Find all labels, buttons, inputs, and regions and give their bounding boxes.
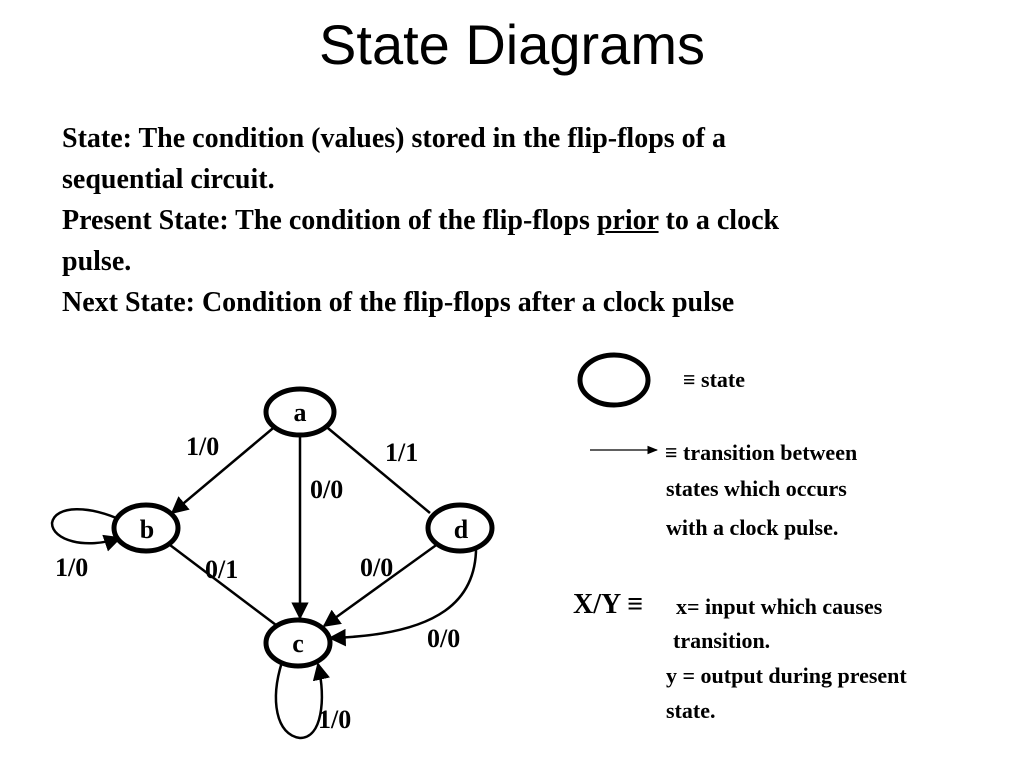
legend-state-symbol xyxy=(577,352,651,408)
legend-xy-line4: state. xyxy=(666,698,715,723)
label-b-b: 1/0 xyxy=(55,553,88,582)
present-state-definition: Present State: The condition of the flip… xyxy=(62,200,982,241)
state-a-circle xyxy=(263,386,337,438)
legend: ≡ state ≡ transition between states whic… xyxy=(573,352,907,723)
transition-b-self-loop xyxy=(50,508,124,552)
legend-transition-line3: with a clock pulse. xyxy=(666,515,838,540)
state-a-label: a xyxy=(294,398,307,427)
transitions xyxy=(50,423,478,740)
legend-xy-symbol: X/Y ≡ xyxy=(573,589,643,620)
legend-transition-line2: states which occurs xyxy=(666,476,847,501)
transition-a-to-b xyxy=(170,423,279,515)
transition-a-to-d xyxy=(322,423,431,514)
label-c-c: 1/0 xyxy=(318,705,351,734)
state-definition: State: The condition (values) stored in … xyxy=(62,118,982,159)
state-c-label: c xyxy=(292,629,304,658)
present-state-tail: pulse. xyxy=(62,246,132,277)
label-d-c-straight: 0/0 xyxy=(360,553,393,582)
present-state-trail: to a clock xyxy=(665,205,780,236)
legend-xy-line2: transition. xyxy=(673,628,770,653)
state-c-circle xyxy=(263,617,333,669)
state-b-circle xyxy=(111,502,181,554)
label-a-c: 0/0 xyxy=(310,475,343,504)
state-d-label: d xyxy=(454,515,469,544)
legend-xy-line3: y = output during present xyxy=(666,663,907,688)
legend-xy-line1: x= input which causes xyxy=(676,594,883,619)
transition-d-to-c-curve xyxy=(328,542,478,647)
transition-b-to-c xyxy=(165,541,277,626)
transition-d-to-c-straight xyxy=(322,536,447,628)
definitions: State: The condition (values) stored in … xyxy=(62,118,982,323)
state-definition-tail: sequential circuit. xyxy=(62,164,275,195)
next-state-definition: Next State: Condition of the flip-flops … xyxy=(62,287,735,318)
legend-state-text: ≡ state xyxy=(683,367,745,392)
present-state-lead: Present State: The condition of the flip… xyxy=(62,205,590,236)
state-d-circle xyxy=(425,502,495,554)
state-b-label: b xyxy=(140,515,154,544)
label-a-d: 1/1 xyxy=(385,438,418,467)
label-d-c-curve: 0/0 xyxy=(427,624,460,653)
states xyxy=(111,386,495,669)
slide-title: State Diagrams xyxy=(319,13,705,76)
prior-emphasis: prior xyxy=(596,205,659,236)
label-b-c: 0/1 xyxy=(205,555,238,584)
legend-transition-line1: ≡ transition between xyxy=(665,440,857,465)
state-definition-line1: State: The condition (values) stored in … xyxy=(62,123,726,154)
transition-c-self-loop xyxy=(274,661,330,740)
label-a-b: 1/0 xyxy=(186,432,219,461)
